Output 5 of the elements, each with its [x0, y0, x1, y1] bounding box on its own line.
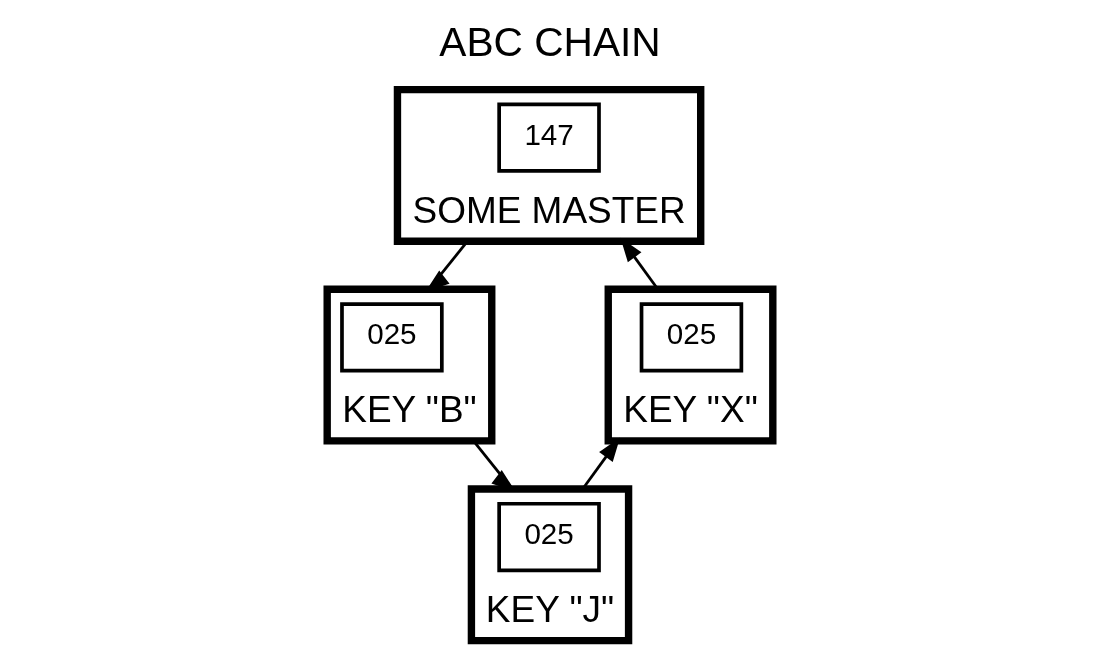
- diagram-title: ABC CHAIN: [439, 18, 661, 65]
- node-box: 025: [340, 302, 444, 373]
- node-box: 025: [497, 501, 601, 573]
- node-box: 147: [497, 102, 601, 173]
- node-box: 025: [639, 302, 744, 373]
